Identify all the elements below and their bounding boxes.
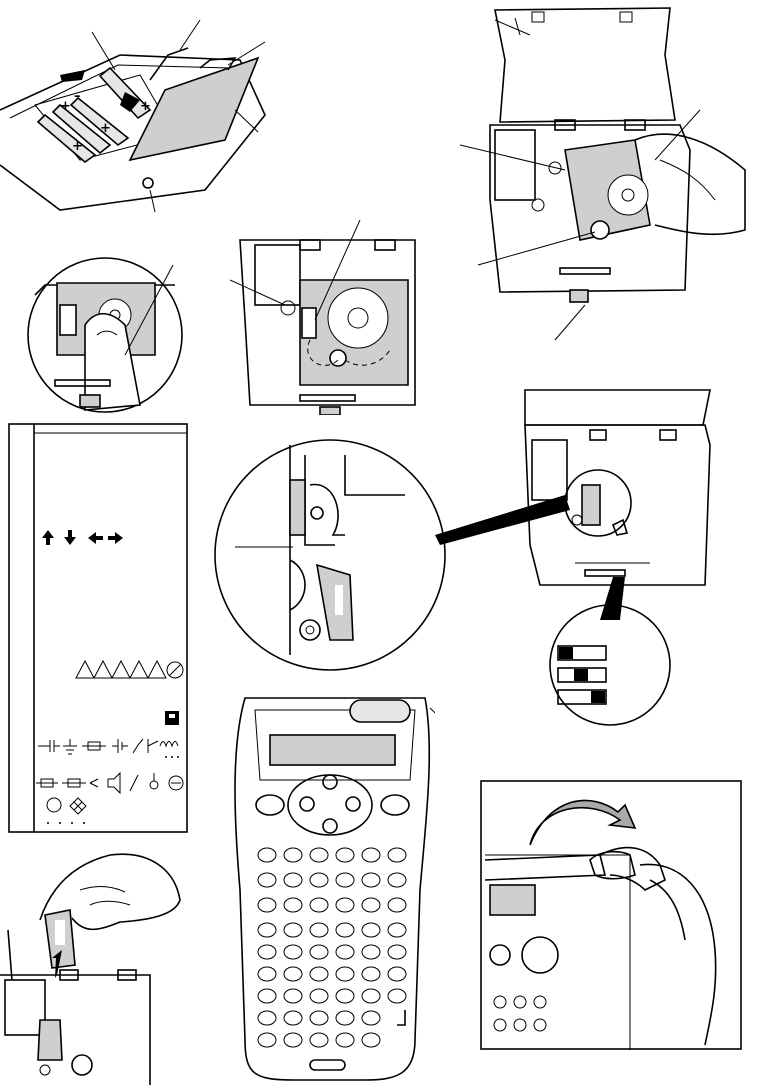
key — [336, 923, 354, 937]
key — [310, 945, 328, 959]
key — [336, 945, 354, 959]
cover-open-figure — [480, 780, 742, 1050]
key — [310, 967, 328, 981]
key — [284, 1011, 302, 1025]
switch-position-1 — [558, 646, 606, 660]
electrical-symbols-row-1 — [38, 739, 179, 758]
key — [258, 898, 276, 912]
key — [310, 1033, 328, 1047]
key — [284, 923, 302, 937]
key — [336, 848, 354, 862]
key — [284, 848, 302, 862]
key — [336, 989, 354, 1003]
label-maker-front-figure — [225, 690, 435, 1085]
cutter-detail-figure — [205, 385, 770, 730]
key — [258, 848, 276, 862]
key — [284, 989, 302, 1003]
cassette-press-figure — [25, 255, 185, 415]
key — [310, 1011, 328, 1025]
cassette-remove-figure — [0, 850, 190, 1085]
key — [362, 848, 380, 862]
key — [336, 898, 354, 912]
key — [336, 967, 354, 981]
key — [258, 923, 276, 937]
switch-position-2 — [558, 668, 606, 682]
key — [284, 945, 302, 959]
key — [362, 898, 380, 912]
key — [258, 945, 276, 959]
key — [388, 967, 406, 981]
key — [388, 989, 406, 1003]
key — [258, 1033, 276, 1047]
key — [258, 873, 276, 887]
electrical-symbols-row-2 — [36, 773, 183, 824]
key — [258, 1011, 276, 1025]
key — [284, 873, 302, 887]
key — [336, 1033, 354, 1047]
battery-install-figure: + – + + + — [0, 0, 290, 215]
arrow-icons-row — [42, 530, 123, 545]
svg-text:+: + — [140, 99, 151, 114]
cassette-insert-figure — [460, 0, 765, 345]
svg-text:+: + — [100, 121, 111, 136]
key — [336, 873, 354, 887]
key — [336, 1011, 354, 1025]
key — [362, 1011, 380, 1025]
tape-width-switch-figure — [556, 640, 616, 710]
key — [388, 848, 406, 862]
warning-icons-row — [76, 661, 183, 678]
key — [284, 898, 302, 912]
key — [310, 873, 328, 887]
key — [388, 923, 406, 937]
key — [362, 1033, 380, 1047]
keypad — [258, 848, 406, 1047]
key — [362, 967, 380, 981]
key — [362, 989, 380, 1003]
key — [310, 989, 328, 1003]
key — [310, 848, 328, 862]
key — [284, 1033, 302, 1047]
key — [362, 923, 380, 937]
key — [362, 945, 380, 959]
key — [388, 873, 406, 887]
key — [258, 967, 276, 981]
key — [362, 873, 380, 887]
key — [388, 898, 406, 912]
key — [310, 898, 328, 912]
key — [284, 967, 302, 981]
key — [388, 945, 406, 959]
svg-text:–: – — [74, 89, 81, 104]
svg-text:+: + — [60, 99, 71, 114]
svg-text:+: + — [72, 139, 83, 154]
key — [310, 923, 328, 937]
symbols-table — [8, 423, 188, 833]
switch-position-3 — [558, 690, 606, 704]
key — [258, 989, 276, 1003]
